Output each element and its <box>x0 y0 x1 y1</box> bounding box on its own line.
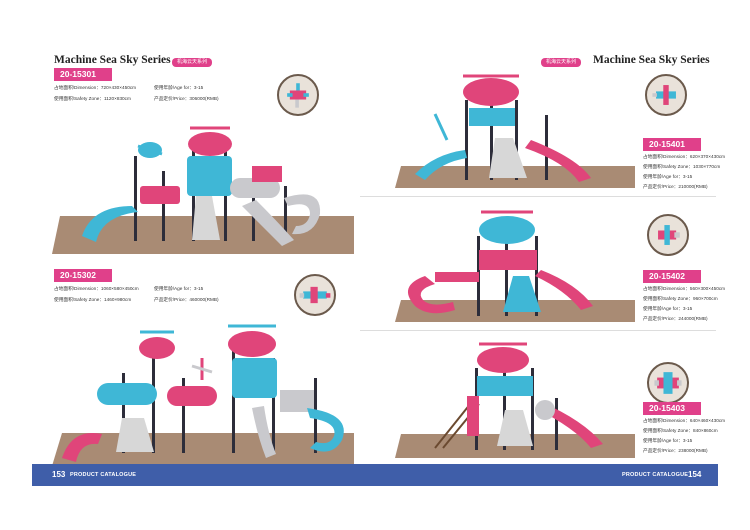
top-view-thumbnail <box>277 74 319 116</box>
product-safety-zone: 使用面积/Safety Zone：840×860cm <box>643 428 718 433</box>
page-number-right: 154 <box>688 470 702 479</box>
catalogue-spread: Machine Sea Sky Series 机海云天系列 20-15301 占… <box>32 38 725 486</box>
series-tag: 机海云天系列 <box>541 58 582 67</box>
playground-product-image <box>52 318 354 468</box>
product-code-badge: 20-15302 <box>54 269 112 282</box>
left-page: Machine Sea Sky Series 机海云天系列 20-15301 占… <box>32 38 375 486</box>
top-view-thumbnail <box>647 362 689 404</box>
product-dimension: 占地面积/Dimension：720×430×450cm <box>54 85 137 90</box>
page-number-left: 153 <box>52 470 66 479</box>
footer-label-left: PRODUCT CATALOGUE <box>70 472 137 478</box>
footer-label-right: PRODUCT CATALOGUE <box>622 472 689 478</box>
top-view-thumbnail <box>647 214 689 256</box>
product-dimension: 占地面积/Dimension：560×300×450cm <box>643 286 726 291</box>
series-title: Machine Sea Sky Series <box>54 54 171 66</box>
right-page: 机海云天系列 Machine Sea Sky Series <box>375 38 725 486</box>
product-dimension: 占地面积/Dimension：620×370×430cm <box>643 154 726 159</box>
product-dimension: 占地面积/Dimension：640×460×430cm <box>643 418 726 423</box>
product-price: 产品定价/Price：460000(RMB) <box>154 297 219 302</box>
product-age: 使用年龄/Age for：3-15 <box>154 85 204 90</box>
product-safety-zone: 使用面积/Safety Zone：960×700cm <box>643 296 718 301</box>
section-divider <box>360 330 716 331</box>
product-dimension: 占地面积/Dimension：1060×580×450cm <box>54 286 139 291</box>
product-age: 使用年龄/Age for：3-15 <box>643 174 693 179</box>
section-divider <box>360 196 716 197</box>
product-safety-zone: 使用面积/Safety Zone：1460×980cm <box>54 297 132 302</box>
playground-product-image <box>395 206 635 324</box>
playground-product-image <box>52 116 354 256</box>
product-age: 使用年龄/Age for：3-15 <box>154 286 204 291</box>
footer-bar <box>32 464 718 486</box>
series-title: Machine Sea Sky Series <box>593 54 710 66</box>
playground-product-image <box>395 338 635 460</box>
playground-product-image <box>395 70 635 190</box>
series-tag: 机海云天系列 <box>172 58 213 67</box>
product-price: 产品定价/Price：306000(RMB) <box>154 96 219 101</box>
product-price: 产品定价/Price：238000(RMB) <box>643 448 708 453</box>
product-age: 使用年龄/Age for：3-15 <box>643 306 693 311</box>
product-price: 产品定价/Price：210000(RMB) <box>643 184 708 189</box>
product-safety-zone: 使用面积/Safety Zone：1030×770cm <box>643 164 721 169</box>
product-safety-zone: 使用面积/Safety Zone：1120×830cm <box>54 96 131 101</box>
top-view-thumbnail <box>294 274 336 316</box>
product-code-badge: 20-15402 <box>643 270 701 283</box>
product-price: 产品定价/Price：244000(RMB) <box>643 316 708 321</box>
top-view-thumbnail <box>645 74 687 116</box>
product-code-badge: 20-15301 <box>54 68 112 81</box>
product-age: 使用年龄/Age for：3-15 <box>643 438 693 443</box>
product-code-badge: 20-15403 <box>643 402 701 415</box>
product-code-badge: 20-15401 <box>643 138 701 151</box>
